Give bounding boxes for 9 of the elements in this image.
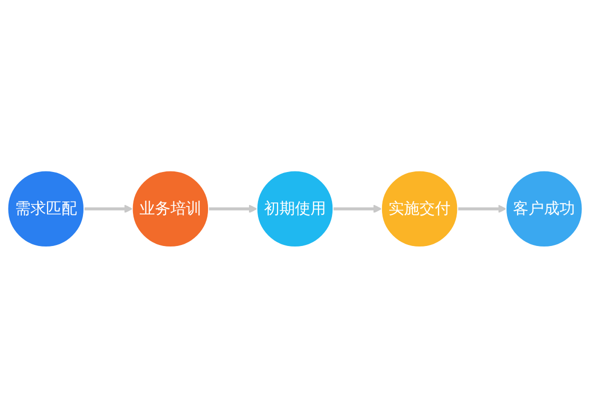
arrow	[458, 204, 506, 213]
node-circle: 需求匹配	[7, 170, 84, 248]
node-circle: 业务培训	[132, 170, 210, 248]
arrow	[333, 204, 382, 213]
node-circle: 实施交付	[380, 170, 458, 248]
arrow	[208, 204, 258, 213]
arrow	[84, 204, 133, 213]
node-circle: 客户成功	[506, 170, 583, 248]
node-circle: 初期使用	[256, 170, 334, 248]
